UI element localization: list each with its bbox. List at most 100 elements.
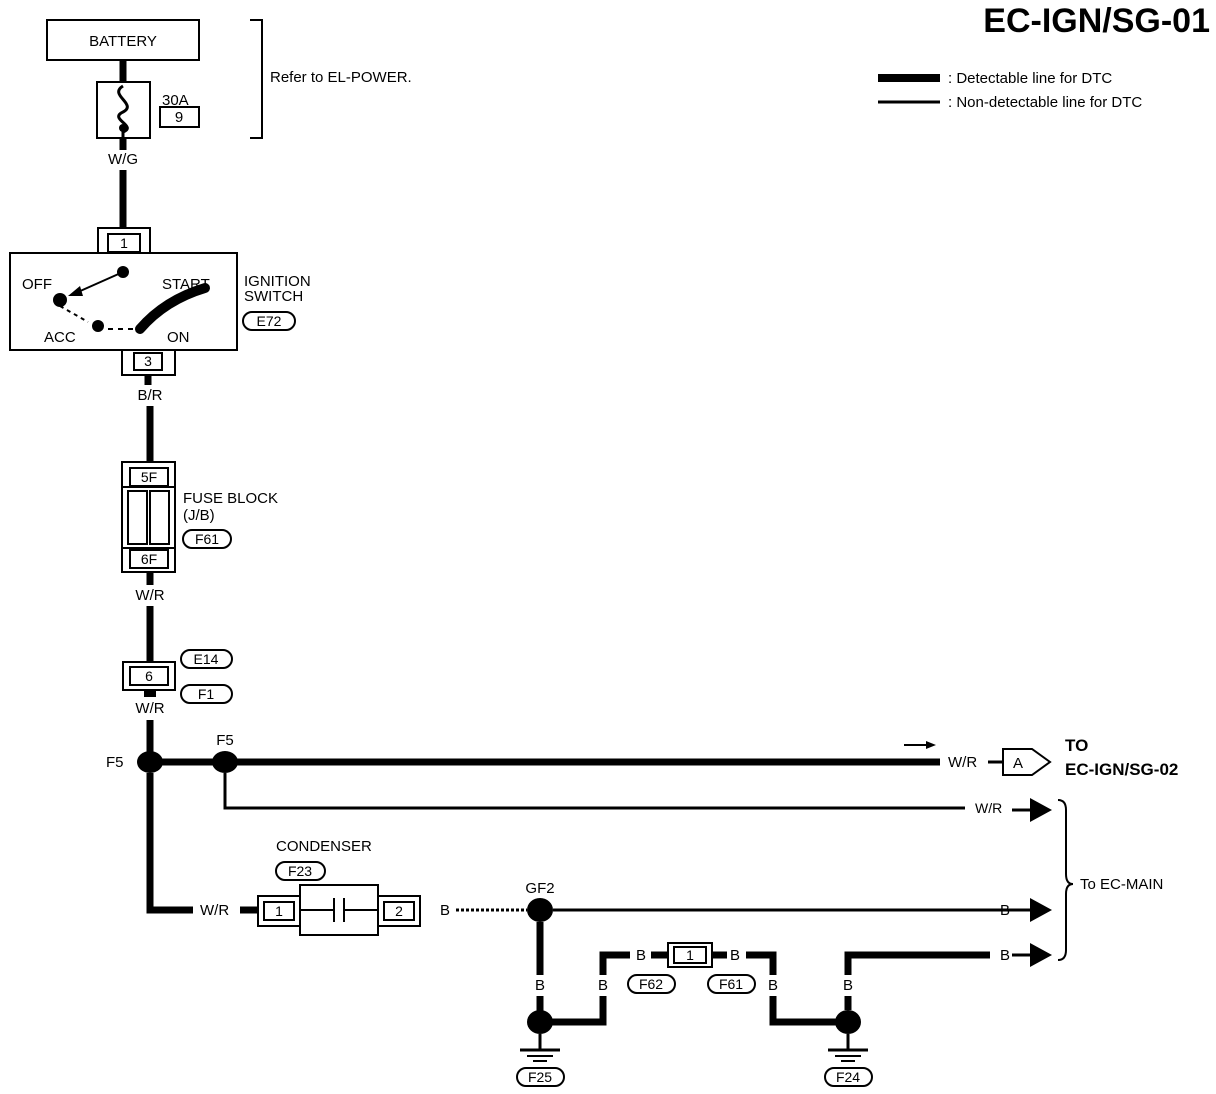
- wire-label-b: B: [535, 977, 545, 994]
- wire-label-w-r: W/R: [200, 902, 229, 919]
- switch-arm: [77, 271, 124, 293]
- ignition-switch-connector-code: E72: [257, 313, 282, 329]
- switch-arm-arrow-icon: [68, 286, 83, 296]
- condenser-connector-code: F23: [288, 863, 312, 879]
- wire-label-b-r: B/R: [137, 387, 162, 404]
- ec-main-bracket: [1057, 799, 1074, 961]
- reference-note: Refer to EL-POWER.: [270, 69, 412, 86]
- fuse-element: [127, 490, 148, 545]
- condenser-name: CONDENSER: [276, 838, 372, 855]
- ground-point-right: [835, 1010, 861, 1034]
- legend-detectable-label: : Detectable line for DTC: [948, 70, 1112, 87]
- ec-main-label: To EC-MAIN: [1080, 876, 1163, 893]
- connector-code-oval: [275, 861, 326, 881]
- fuse-block-connector-code: F61: [195, 531, 219, 547]
- junction-label-left: F5: [106, 754, 124, 771]
- ground-code-left: F25: [528, 1069, 552, 1085]
- switch-position-on: ON: [167, 329, 190, 346]
- inline-connector: 1: [667, 942, 713, 968]
- battery-label: BATTERY: [89, 33, 157, 50]
- connector-code-oval: [627, 974, 676, 994]
- wire-label-w-r: W/R: [948, 754, 977, 771]
- wire-label-w-r: W/R: [975, 800, 1002, 816]
- junction-label-right: F5: [216, 732, 234, 749]
- connector-code-oval: [242, 311, 296, 331]
- wire-label-b: B: [1000, 947, 1010, 964]
- inline-connector-code-f61: F61: [719, 976, 743, 992]
- connector-pin-box: [263, 901, 295, 921]
- ignition-switch: OFF START ACC ON: [9, 252, 238, 351]
- ignition-switch-pin-3-connector: 3: [121, 350, 176, 376]
- ground-joint-gf2: [527, 898, 553, 922]
- connector-code-oval: [516, 1067, 565, 1087]
- ignition-switch-name-line2: SWITCH: [244, 288, 303, 305]
- fusible-link-icon: [117, 84, 129, 138]
- wire-segment: [746, 951, 777, 975]
- fusible-link: 30A 9: [96, 81, 200, 139]
- page-title: EC-IGN/SG-01: [983, 2, 1210, 40]
- battery: BATTERY: [46, 19, 200, 61]
- switch-position-off: OFF: [22, 276, 52, 293]
- fuse-block-output-pin: 6F: [141, 551, 157, 567]
- fuse-element: [149, 490, 170, 545]
- wire-label-b: B: [1000, 902, 1010, 919]
- inline-connector-pin: 1: [686, 947, 694, 963]
- connector-code-oval: [824, 1067, 873, 1087]
- switch-contact-acc: [92, 320, 104, 332]
- connector-pin-box: [129, 549, 169, 569]
- wire-to-main-b2: [844, 951, 990, 975]
- harness-connector-code-e14: E14: [194, 651, 219, 667]
- fusible-link-number: 9: [175, 109, 183, 126]
- ignition-switch-name-line1: IGNITION: [244, 273, 311, 290]
- condenser: 1 2: [257, 884, 421, 936]
- wire-label-w-g: W/G: [108, 151, 138, 168]
- ground-point-left: [527, 1010, 553, 1034]
- fuse-block-name-line2: (J/B): [183, 507, 215, 524]
- fuse-block-input-pin: 5F: [141, 469, 157, 485]
- page-connector-arrow-icon: [1002, 748, 1052, 776]
- fuse-block-name-line1: FUSE BLOCK: [183, 490, 278, 507]
- wire-label-b: B: [768, 977, 778, 994]
- wire-label-w-r: W/R: [135, 700, 164, 717]
- wire-to-condenser: [146, 773, 193, 914]
- fusible-link-rating: 30A: [162, 92, 189, 109]
- fusible-link-number-box: [159, 106, 200, 128]
- connector-tab: [144, 690, 156, 697]
- connector-pin-box: [133, 352, 163, 371]
- harness-connector-pin: 6: [145, 668, 153, 684]
- connector-code-oval: [180, 649, 233, 669]
- to-label: TO: [1065, 736, 1088, 755]
- switch-contact-off: [53, 293, 67, 307]
- inline-connector-code-f62: F62: [639, 976, 663, 992]
- wire-label-b: B: [730, 947, 740, 964]
- connector-pin-box: [673, 946, 707, 964]
- wire-label-b: B: [636, 947, 646, 964]
- wire-to-main-w-r: [223, 773, 965, 810]
- switch-path-acc: [59, 305, 89, 323]
- ground-icon: [520, 1034, 560, 1062]
- wire-label-w-r: W/R: [135, 587, 164, 604]
- wire-segment: [552, 996, 607, 1026]
- connector-code-oval: [180, 684, 233, 704]
- reference-bracket: [250, 19, 263, 139]
- fuse-block: 5F 6F: [121, 461, 176, 573]
- connector-pin-label: 1: [120, 235, 128, 251]
- arrow-right-icon: [1030, 943, 1052, 967]
- wire-label-b: B: [843, 977, 853, 994]
- ground-joint-label: GF2: [525, 880, 554, 897]
- direction-arrow-icon: [926, 741, 936, 749]
- legend-non-detectable-label: : Non-detectable line for DTC: [948, 94, 1142, 111]
- condenser-pin-2: 2: [395, 903, 403, 919]
- arrow-right-icon: [1030, 898, 1052, 922]
- connector-pin-label: 3: [144, 353, 152, 369]
- connector-code-oval: [182, 529, 232, 549]
- battery-box: [46, 19, 200, 61]
- harness-connector: 6: [122, 661, 176, 697]
- switch-position-acc: ACC: [44, 329, 76, 346]
- arrow-right-icon: [1030, 798, 1052, 822]
- ignition-switch-pin-1-connector: 1: [97, 227, 151, 253]
- harness-connector-code-f1: F1: [198, 686, 215, 702]
- fusible-link-terminal: [119, 124, 127, 132]
- connector-outline: [97, 227, 151, 253]
